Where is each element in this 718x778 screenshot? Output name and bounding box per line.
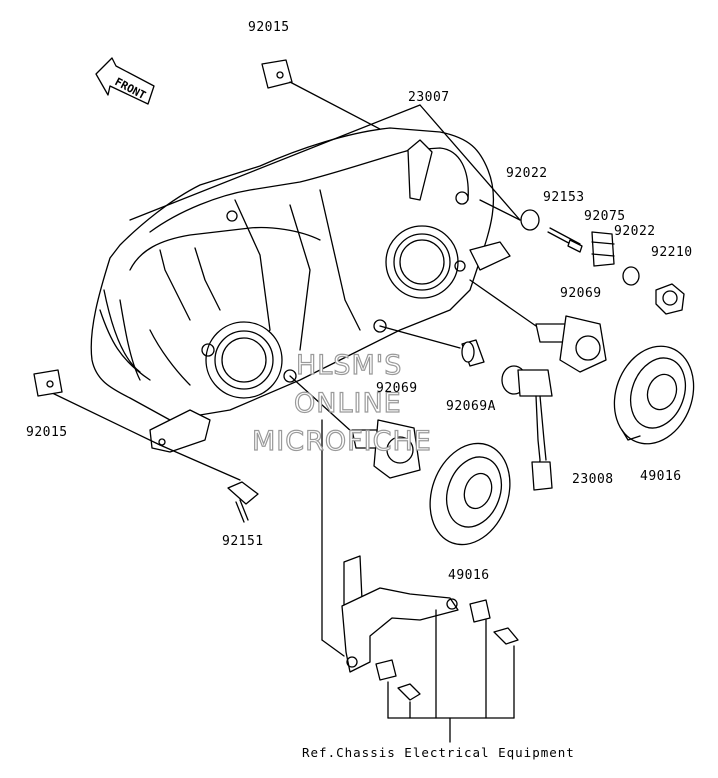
harness-23008	[501, 365, 553, 491]
cover-49016-right	[613, 345, 695, 445]
nut-92210	[655, 283, 685, 315]
label-49016-right: 49016	[640, 469, 682, 484]
label-92210: 92210	[651, 245, 693, 260]
label-92075: 92075	[584, 209, 626, 224]
washer-92022-b	[622, 266, 640, 286]
bulb-92069a	[379, 325, 485, 367]
label-23008: 23008	[572, 472, 614, 487]
front-arrow-icon: FRONT	[95, 57, 155, 105]
watermark-line-1: HLSM'S	[295, 349, 403, 381]
reference-leader-lines	[387, 609, 515, 743]
bulb-92069-right	[469, 279, 607, 373]
label-92022-b: 92022	[614, 224, 656, 239]
label-92015-left: 92015	[26, 425, 68, 440]
mounting-bracket	[341, 555, 519, 701]
label-92151: 92151	[222, 534, 264, 549]
headlight-housing	[90, 127, 511, 453]
label-92069-center: 92069	[376, 381, 418, 396]
label-92015-top: 92015	[248, 20, 290, 35]
stud-92153	[547, 227, 583, 253]
washer-92022-a	[520, 209, 540, 231]
grommet-92075	[591, 231, 615, 267]
reference-note: Ref.Chassis Electrical Equipment	[302, 745, 575, 760]
label-92069a: 92069A	[446, 399, 496, 414]
label-92022-a: 92022	[506, 166, 548, 181]
cover-49016-bottom	[429, 442, 511, 546]
watermark-line-3: MICROFICHE	[251, 425, 432, 457]
clip-92015-left	[33, 369, 63, 397]
label-49016-bottom: 49016	[448, 568, 490, 583]
bulb-92069-center	[289, 375, 421, 479]
label-23007: 23007	[408, 90, 450, 105]
watermark-line-2: ONLINE	[293, 387, 402, 419]
bolt-92151	[227, 481, 259, 523]
label-92069-right: 92069	[560, 286, 602, 301]
label-92153: 92153	[543, 190, 585, 205]
